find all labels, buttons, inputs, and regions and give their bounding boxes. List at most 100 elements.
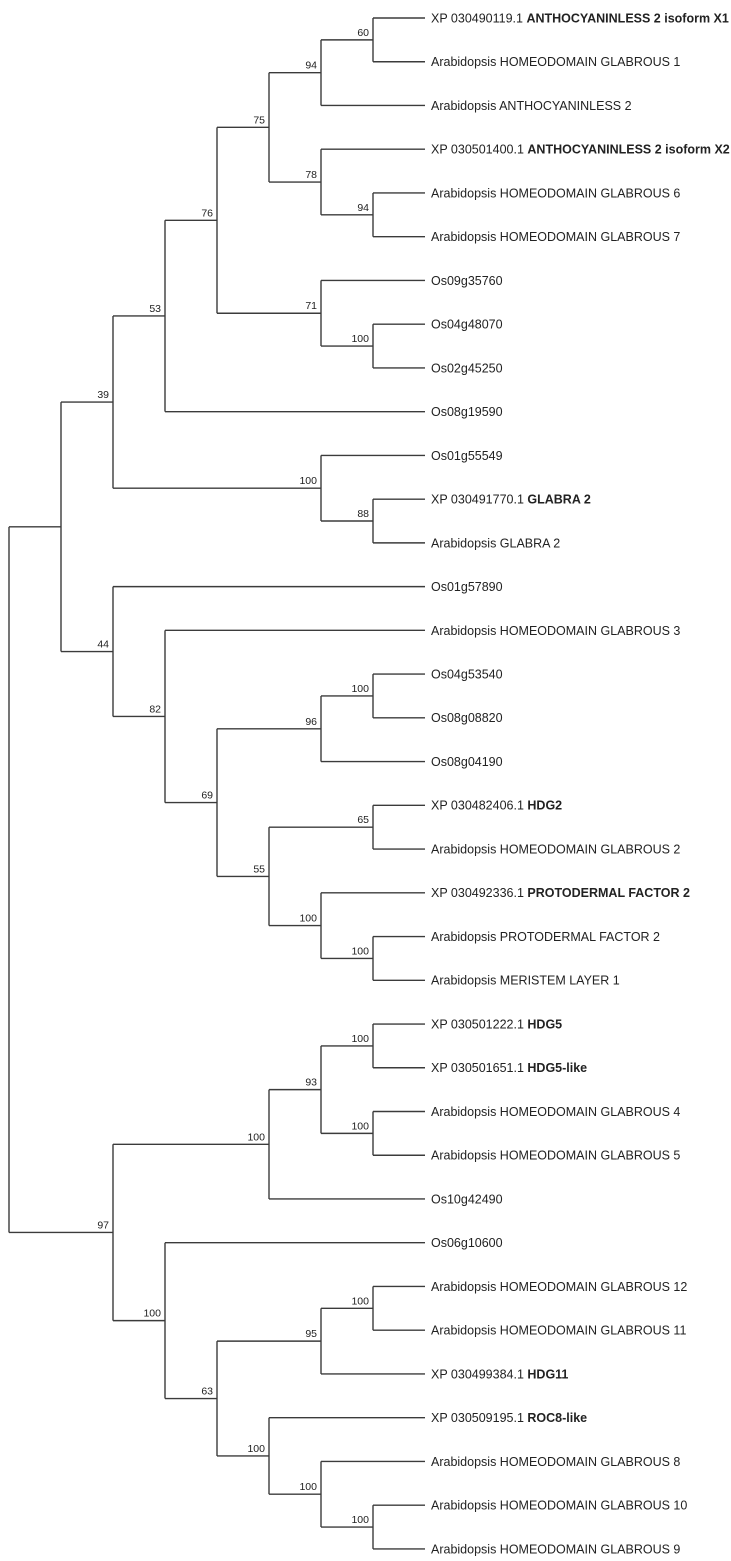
bootstrap-value: 100 — [351, 945, 369, 957]
bootstrap-value: 55 — [253, 863, 265, 875]
taxon-label-prefix: XP 030499384.1 — [431, 1367, 527, 1381]
taxon-label: Arabidopsis HOMEODOMAIN GLABROUS 2 — [431, 842, 680, 856]
bootstrap-value: 60 — [357, 27, 369, 39]
taxon-label-prefix: Arabidopsis PROTODERMAL FACTOR 2 — [431, 930, 660, 944]
taxon-label-prefix: Os06g10600 — [431, 1236, 503, 1250]
taxon-label: Os08g19590 — [431, 405, 503, 419]
taxon-label-prefix: Os08g04190 — [431, 755, 503, 769]
taxon-label-gene-name: HDG2 — [527, 799, 562, 813]
taxon-label: Arabidopsis HOMEODOMAIN GLABROUS 11 — [431, 1324, 686, 1338]
taxon-label-prefix: Os04g53540 — [431, 668, 503, 682]
bootstrap-value: 82 — [149, 703, 161, 715]
bootstrap-value: 100 — [299, 1481, 317, 1493]
taxon-label-prefix: XP 030491770.1 — [431, 493, 527, 507]
taxon-label: Arabidopsis GLABRA 2 — [431, 536, 560, 550]
bootstrap-value: 75 — [253, 114, 265, 126]
taxon-label: XP 030491770.1 GLABRA 2 — [431, 493, 591, 507]
bootstrap-value: 100 — [351, 1295, 369, 1307]
taxon-label-prefix: Os02g45250 — [431, 361, 503, 375]
taxon-label: Arabidopsis MERISTEM LAYER 1 — [431, 974, 620, 988]
bootstrap-value: 53 — [149, 303, 161, 315]
bootstrap-value: 100 — [299, 475, 317, 487]
taxon-label-prefix: Arabidopsis HOMEODOMAIN GLABROUS 1 — [431, 55, 680, 69]
bootstrap-value: 63 — [201, 1386, 213, 1398]
taxon-label-prefix: XP 030501651.1 — [431, 1061, 527, 1075]
bootstrap-value: 100 — [351, 1120, 369, 1132]
taxon-label: Arabidopsis HOMEODOMAIN GLABROUS 8 — [431, 1455, 680, 1469]
taxon-label-prefix: Arabidopsis ANTHOCYANINLESS 2 — [431, 99, 632, 113]
taxon-label: XP 030490119.1 ANTHOCYANINLESS 2 isoform… — [431, 11, 729, 25]
taxon-label-gene-name: HDG5 — [527, 1017, 562, 1031]
taxon-label: Os08g08820 — [431, 711, 503, 725]
taxon-label: Arabidopsis HOMEODOMAIN GLABROUS 10 — [431, 1499, 687, 1513]
taxon-label-gene-name: GLABRA 2 — [527, 493, 590, 507]
taxon-label: XP 030509195.1 ROC8-like — [431, 1411, 587, 1425]
bootstrap-value: 100 — [247, 1443, 265, 1455]
bootstrap-value: 69 — [201, 790, 213, 802]
taxon-label-prefix: Arabidopsis HOMEODOMAIN GLABROUS 2 — [431, 842, 680, 856]
bootstrap-value: 100 — [247, 1131, 265, 1143]
taxon-label-prefix: Os08g19590 — [431, 405, 503, 419]
bootstrap-value: 95 — [305, 1328, 317, 1340]
taxon-label-prefix: Arabidopsis HOMEODOMAIN GLABROUS 8 — [431, 1455, 680, 1469]
taxon-label-prefix: Os04g48070 — [431, 318, 503, 332]
taxon-label: Os04g48070 — [431, 318, 503, 332]
bootstrap-value: 78 — [305, 169, 317, 181]
taxon-label: Arabidopsis HOMEODOMAIN GLABROUS 7 — [431, 230, 680, 244]
taxon-label: Os09g35760 — [431, 274, 503, 288]
taxon-label: XP 030492336.1 PROTODERMAL FACTOR 2 — [431, 886, 690, 900]
taxon-label: XP 030501222.1 HDG5 — [431, 1017, 562, 1031]
taxon-label: Arabidopsis HOMEODOMAIN GLABROUS 1 — [431, 55, 680, 69]
taxon-label: Arabidopsis HOMEODOMAIN GLABROUS 12 — [431, 1280, 687, 1294]
taxon-label-prefix: Arabidopsis HOMEODOMAIN GLABROUS 10 — [431, 1499, 687, 1513]
bootstrap-value: 100 — [351, 1033, 369, 1045]
taxon-label-prefix: XP 030492336.1 — [431, 886, 527, 900]
taxon-label-prefix: Arabidopsis HOMEODOMAIN GLABROUS 7 — [431, 230, 680, 244]
taxon-label-prefix: XP 030501222.1 — [431, 1017, 527, 1031]
bootstrap-value: 76 — [201, 207, 213, 219]
taxon-label-gene-name: HDG11 — [527, 1367, 568, 1381]
taxon-label: Os02g45250 — [431, 361, 503, 375]
taxon-label-prefix: Arabidopsis HOMEODOMAIN GLABROUS 4 — [431, 1105, 680, 1119]
taxon-label-gene-name: HDG5-like — [527, 1061, 587, 1075]
bootstrap-value: 94 — [305, 60, 317, 72]
taxon-label: Arabidopsis HOMEODOMAIN GLABROUS 9 — [431, 1542, 680, 1556]
taxon-label-prefix: XP 030501400.1 — [431, 143, 527, 157]
taxon-label-prefix: Os10g42490 — [431, 1192, 503, 1206]
taxon-label: XP 030482406.1 HDG2 — [431, 799, 562, 813]
bootstrap-value: 100 — [143, 1308, 161, 1320]
taxon-label-prefix: Os01g55549 — [431, 449, 503, 463]
taxon-label-gene-name: ANTHOCYANINLESS 2 isoform X1 — [526, 11, 728, 25]
bootstrap-value: 39 — [97, 389, 109, 401]
taxon-label: Os08g04190 — [431, 755, 503, 769]
taxon-label-prefix: Arabidopsis MERISTEM LAYER 1 — [431, 974, 620, 988]
taxon-label-prefix: Arabidopsis HOMEODOMAIN GLABROUS 12 — [431, 1280, 687, 1294]
taxon-label-prefix: Arabidopsis GLABRA 2 — [431, 536, 560, 550]
taxon-label: Os10g42490 — [431, 1192, 503, 1206]
taxon-label-prefix: Arabidopsis HOMEODOMAIN GLABROUS 3 — [431, 624, 680, 638]
taxon-label: Arabidopsis PROTODERMAL FACTOR 2 — [431, 930, 660, 944]
taxon-label-prefix: Arabidopsis HOMEODOMAIN GLABROUS 11 — [431, 1324, 686, 1338]
bootstrap-value: 65 — [357, 814, 369, 826]
bootstrap-value: 44 — [97, 639, 109, 651]
bootstrap-value: 71 — [305, 300, 317, 312]
taxon-label: Arabidopsis HOMEODOMAIN GLABROUS 6 — [431, 186, 680, 200]
taxon-label-prefix: XP 030509195.1 — [431, 1411, 527, 1425]
bootstrap-value: 96 — [305, 716, 317, 728]
bootstrap-value: 100 — [351, 1514, 369, 1526]
taxon-label: Os01g55549 — [431, 449, 503, 463]
taxon-label: Arabidopsis HOMEODOMAIN GLABROUS 5 — [431, 1149, 680, 1163]
taxon-label-gene-name: PROTODERMAL FACTOR 2 — [527, 886, 690, 900]
taxon-label-prefix: Os09g35760 — [431, 274, 503, 288]
bootstrap-value: 97 — [97, 1219, 109, 1231]
bootstrap-value: 93 — [305, 1077, 317, 1089]
bootstrap-value: 100 — [351, 333, 369, 345]
taxon-label-prefix: XP 030490119.1 — [431, 11, 526, 25]
bootstrap-value: 94 — [357, 202, 369, 214]
taxon-label: Os06g10600 — [431, 1236, 503, 1250]
taxon-label-prefix: Os08g08820 — [431, 711, 503, 725]
taxon-label: Arabidopsis HOMEODOMAIN GLABROUS 4 — [431, 1105, 680, 1119]
bootstrap-value: 88 — [357, 508, 369, 520]
